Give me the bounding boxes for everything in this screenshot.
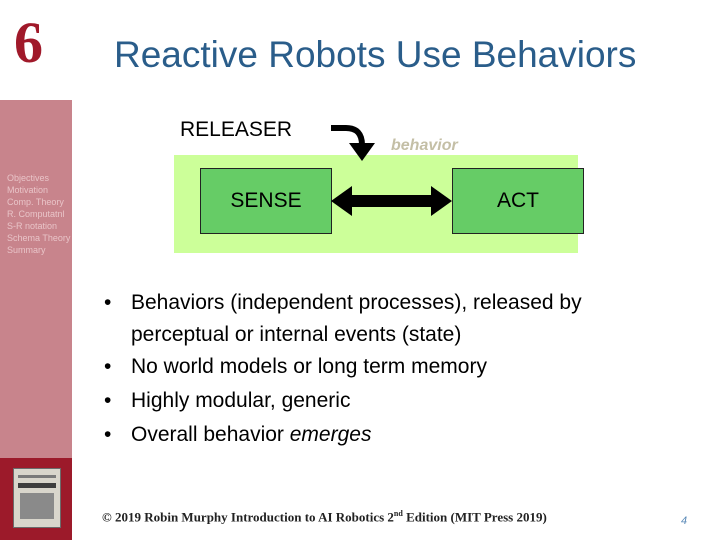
releaser-label: RELEASER [180, 118, 293, 141]
bullet-item: No world models or long term memory [104, 350, 700, 384]
footer-prefix: © 2019 Robin Murphy Introduction to AI R… [102, 509, 394, 525]
sidebar-nav: Objectives Motivation Comp. Theory R. Co… [7, 172, 70, 256]
sidebar-item-r-computatnl[interactable]: R. Computatnl [7, 209, 65, 219]
sidebar-item-motivation[interactable]: Motivation [7, 185, 49, 195]
bullet-text-line1: Behaviors (independent processes), relea… [131, 291, 582, 314]
bullet-list: Behaviors (independent processes), relea… [104, 286, 700, 452]
sidebar-item-summary[interactable]: Summary [7, 245, 46, 255]
act-box: ACT [452, 168, 584, 234]
sidebar-item-sr-notation[interactable]: S-R notation [7, 221, 58, 231]
bullet-item: Highly modular, generic [104, 384, 700, 418]
bullet-text-line2: perceptual or internal events (state) [131, 323, 462, 346]
sidebar-item-schema-theory[interactable]: Schema Theory [7, 233, 71, 243]
chapter-number: 6 [14, 10, 43, 75]
releaser-arrow [331, 125, 375, 161]
footer-superscript: nd [393, 509, 403, 518]
sidebar-item-comp-theory[interactable]: Comp. Theory [7, 197, 64, 207]
slide-title: Reactive Robots Use Behaviors [114, 34, 637, 75]
double-arrow [331, 186, 452, 216]
sidebar-item-objectives[interactable]: Objectives [7, 173, 50, 183]
book-cover-image [13, 468, 61, 528]
page-number: 4 [681, 515, 688, 527]
bullet-emphasis: emerges [289, 423, 372, 446]
footer-suffix: Edition (MIT Press 2019) [402, 509, 547, 525]
copyright-footer: © 2019 Robin Murphy Introduction to AI R… [102, 509, 547, 525]
bullet-item: Overall behavior emerges [104, 418, 700, 452]
behavior-label: behavior [391, 137, 458, 154]
bullet-item: Behaviors (independent processes), relea… [104, 286, 700, 350]
bullet-text: Overall behavior [131, 423, 290, 446]
